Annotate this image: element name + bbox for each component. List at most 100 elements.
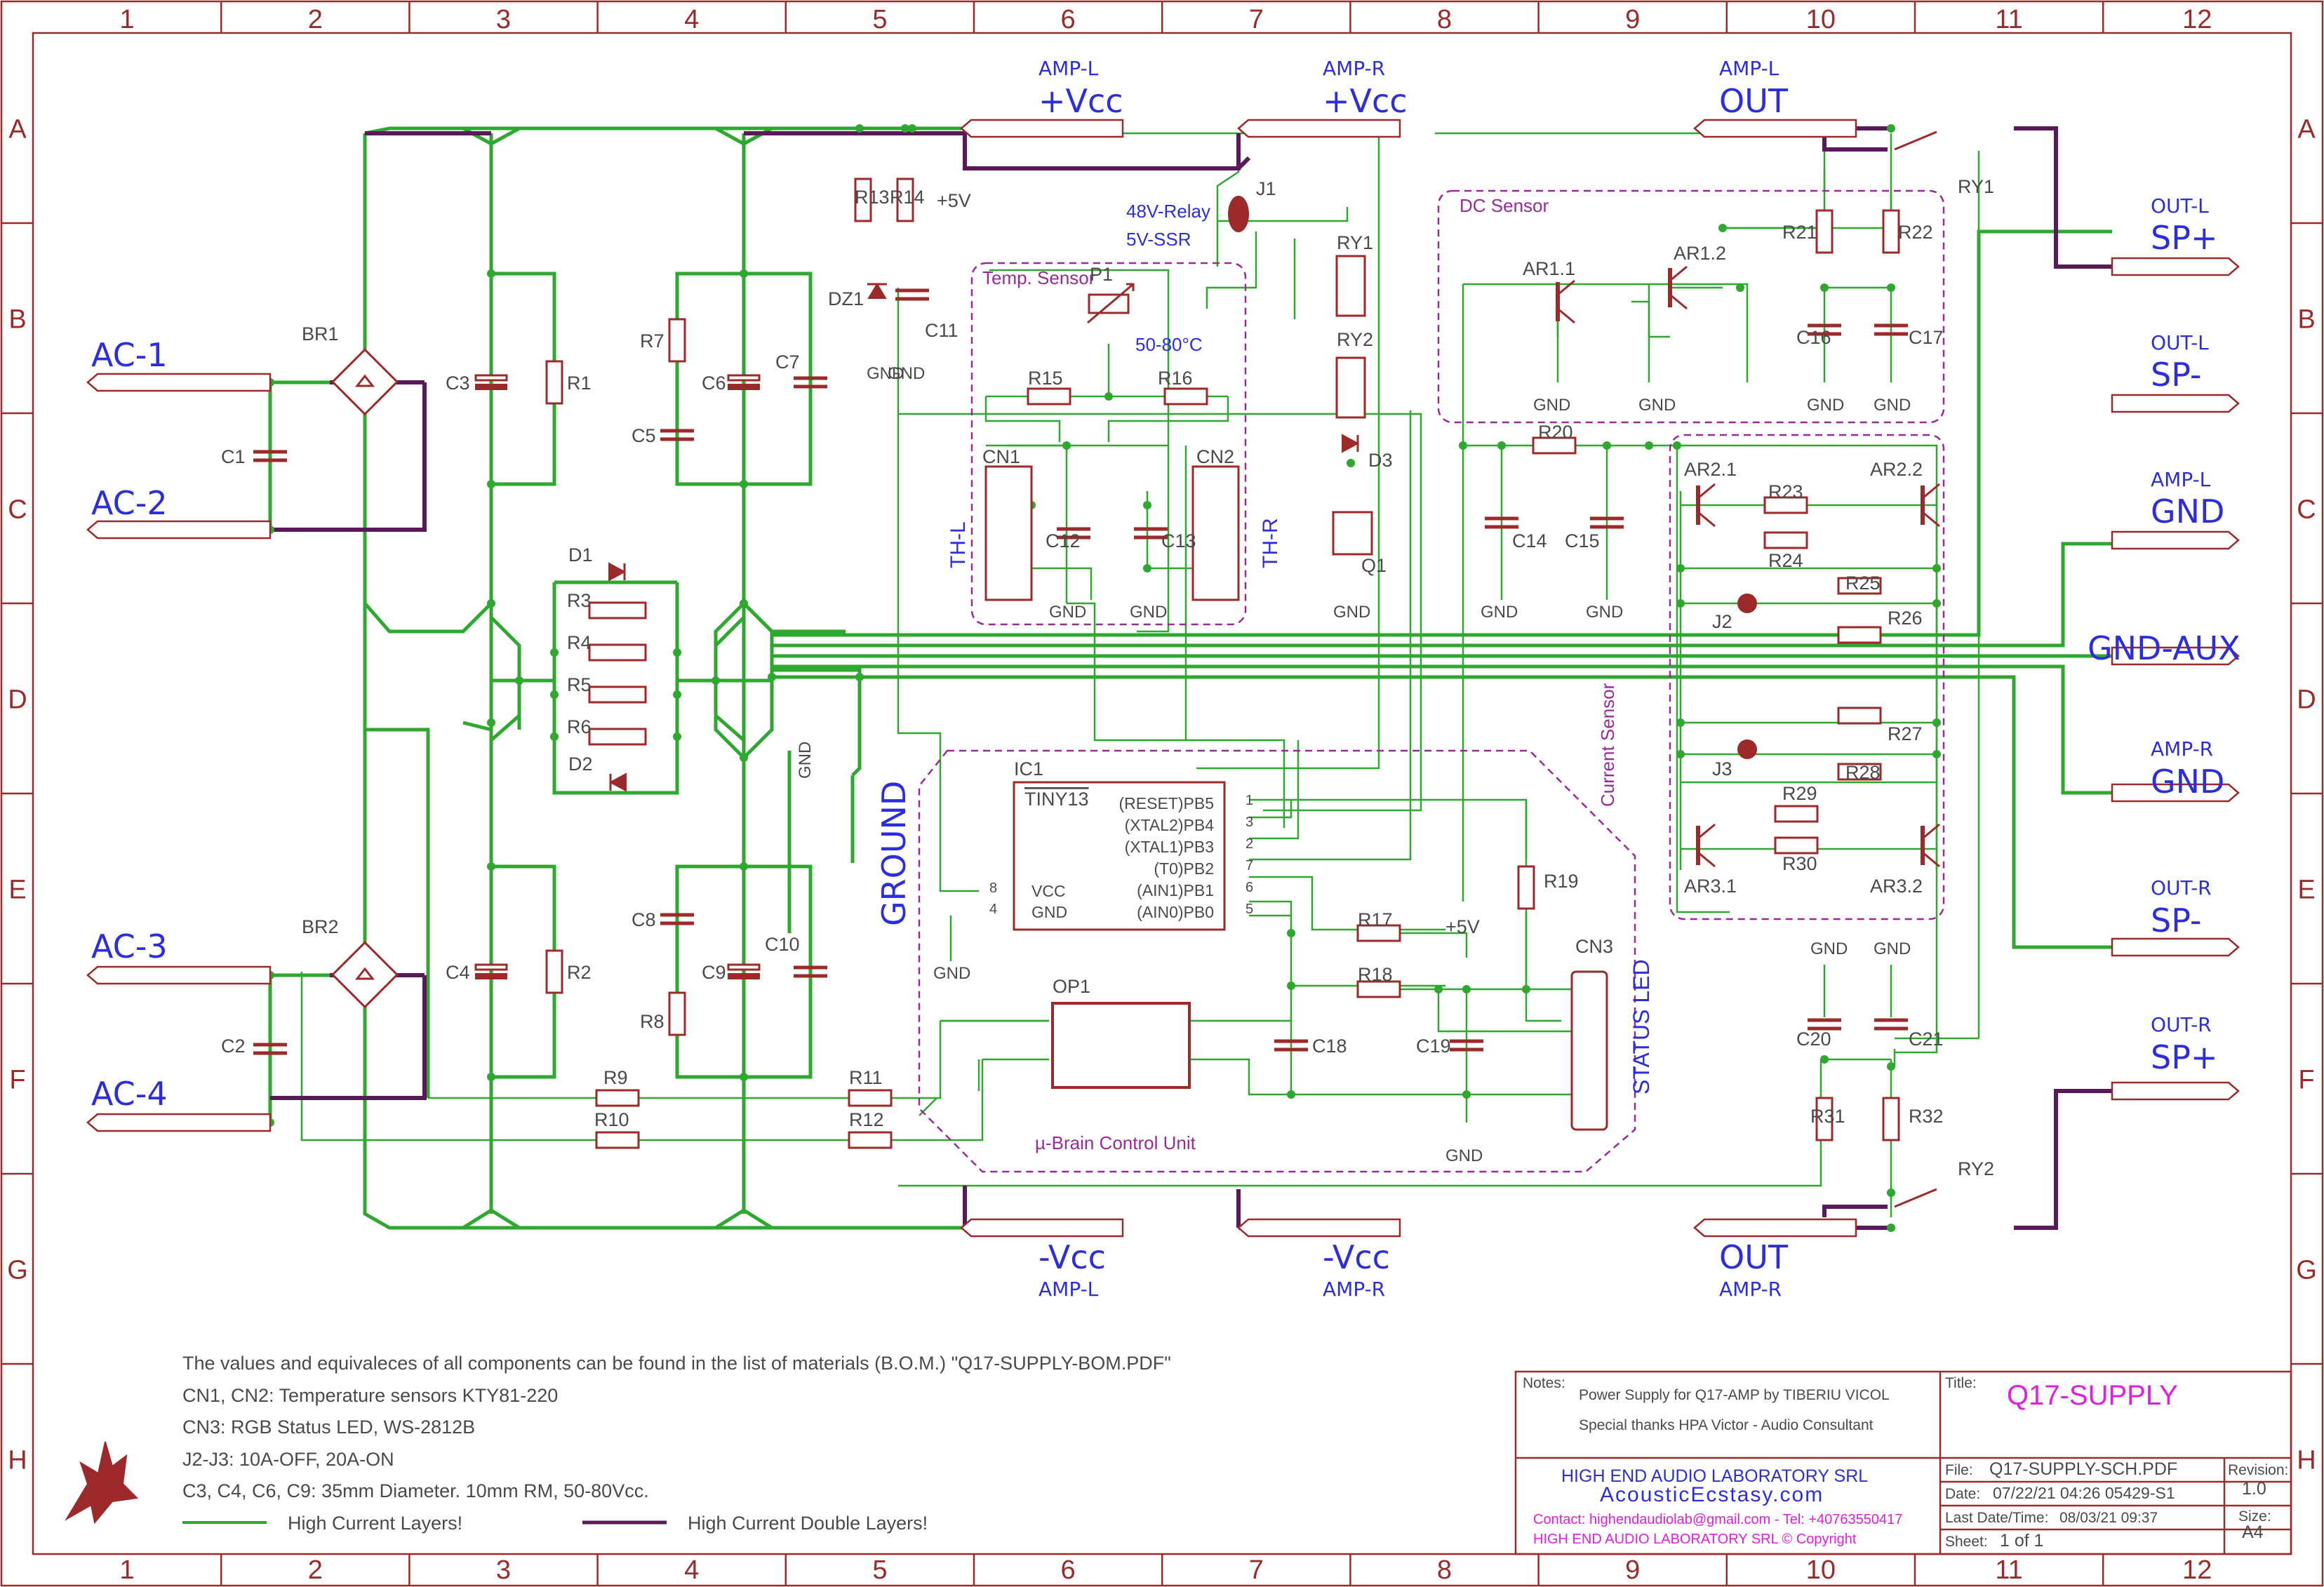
refdes-r4: R4 xyxy=(567,632,592,653)
refdes-r16: R16 xyxy=(1158,368,1193,389)
refdes-c15: C15 xyxy=(1565,530,1600,551)
ic1-pin-label: (AIN0)PB0 xyxy=(1137,903,1214,921)
refdes-c7: C7 xyxy=(775,351,800,373)
net-ac1: AC-1 xyxy=(91,336,168,374)
bridge-rectifier-br1 xyxy=(330,348,399,416)
tb-revision: 1.0 xyxy=(2242,1479,2266,1499)
tb-company: HIGH END AUDIO LABORATORY SRL xyxy=(1561,1466,1868,1486)
refdes-dz1: DZ1 xyxy=(828,288,864,309)
tb-sheet-label: Sheet: xyxy=(1945,1534,1988,1550)
refdes-r29: R29 xyxy=(1782,783,1817,804)
refdes-c9: C9 xyxy=(702,962,726,983)
refdes-gnd: GND xyxy=(1333,603,1370,622)
refdes-j3: J3 xyxy=(1712,758,1732,779)
net-out-l: OUT xyxy=(1719,82,1789,120)
net-out-r-1: OUT-R xyxy=(2151,876,2212,899)
refdes-ar21: AR2.1 xyxy=(1684,459,1737,480)
refdes-c4: C4 xyxy=(446,962,470,983)
col-label-top: 9 xyxy=(1625,5,1640,34)
refdes-ar22: AR2.2 xyxy=(1870,459,1923,480)
refdes-gnd: GND xyxy=(1874,939,1911,958)
refdes-c2: C2 xyxy=(221,1036,246,1057)
refdes-r10: R10 xyxy=(594,1109,629,1130)
net-ac4: AC-4 xyxy=(91,1075,168,1113)
net-sp-neg-r: SP- xyxy=(2151,902,2202,939)
col-label-top: 5 xyxy=(872,5,887,34)
ic1-pin-label: (XTAL1)PB3 xyxy=(1125,838,1214,856)
connector-cn3 xyxy=(1570,970,1608,1131)
row-label-left: B xyxy=(8,305,26,335)
refdes-d1: D1 xyxy=(568,544,593,565)
optocoupler-op1 xyxy=(1051,1002,1191,1089)
net-gnd-l: GND xyxy=(2151,493,2224,530)
tb-file-label: File: xyxy=(1945,1462,1973,1478)
legend-green: High Current Layers! xyxy=(288,1513,462,1534)
refdes-br1: BR1 xyxy=(302,323,339,344)
col-label-top: 8 xyxy=(1437,5,1452,34)
net-amp-l-top: AMP-L xyxy=(1039,57,1099,80)
pot-p1-ref: P1 xyxy=(1090,264,1113,285)
row-label-left: A xyxy=(8,115,27,145)
refdes-gnd: GND xyxy=(1130,603,1167,622)
refdes-r6: R6 xyxy=(567,716,592,737)
net-amp-r-gnd: AMP-R xyxy=(2151,737,2213,761)
row-label-right: G xyxy=(2296,1256,2317,1285)
refdes-ar32: AR3.2 xyxy=(1870,876,1923,897)
refdes-r28: R28 xyxy=(1845,762,1881,783)
net-amp-l-bot: AMP-L xyxy=(1039,1278,1099,1301)
high-current-purple-traces xyxy=(270,126,2112,1230)
tb-size: A4 xyxy=(2242,1522,2264,1542)
net-status-led: STATUS LED xyxy=(1629,959,1654,1094)
ic1-pin-number: 1 xyxy=(1246,793,1253,808)
refdes-gnd: GND xyxy=(933,964,970,983)
net-gnd-r: GND xyxy=(2151,763,2224,801)
refdes-r26: R26 xyxy=(1888,608,1923,629)
col-label-bottom: 12 xyxy=(2182,1555,2212,1585)
net-ground: GROUND xyxy=(875,781,913,926)
refdes-r19: R19 xyxy=(1544,871,1579,892)
refdes-c3: C3 xyxy=(446,373,470,394)
tb-size-label: Size: xyxy=(2238,1508,2271,1525)
refdes-gnd: GND xyxy=(1445,1146,1483,1165)
label-dc-sensor: DC Sensor xyxy=(1460,195,1549,216)
refdes-gnd: GND xyxy=(888,364,925,383)
refdes-gnd: GND xyxy=(1586,603,1623,622)
col-label-bottom: 2 xyxy=(308,1555,323,1585)
net-amp-l-out: AMP-L xyxy=(1719,57,1779,80)
connector-cn2 xyxy=(1191,465,1240,601)
label-temp-range: 50-80°C xyxy=(1135,334,1203,355)
refdes-c20: C20 xyxy=(1796,1029,1831,1050)
refdes-r3: R3 xyxy=(567,590,592,611)
net-sp-neg-l: SP- xyxy=(2151,356,2202,394)
jumper-j2 xyxy=(1737,594,1757,613)
refdes-j2: J2 xyxy=(1712,611,1732,632)
refdes-r17: R17 xyxy=(1358,909,1393,930)
note-line-5: C3, C4, C6, C9: 35mm Diameter. 10mm RM, … xyxy=(182,1480,649,1501)
col-label-top: 11 xyxy=(1995,5,2022,34)
refdes-c13: C13 xyxy=(1161,530,1196,551)
refdes-gnd: GND xyxy=(1049,603,1086,622)
refdes-c19: C19 xyxy=(1416,1036,1451,1057)
refdes-cn3: CN3 xyxy=(1575,936,1613,957)
col-label-bottom: 5 xyxy=(872,1555,887,1585)
component-bodies xyxy=(253,130,1940,1208)
refdes-r22: R22 xyxy=(1898,222,1933,243)
refdes-cn1: CN1 xyxy=(982,446,1020,467)
net-vcc-pos-l: +Vcc xyxy=(1039,82,1123,120)
row-label-right: C xyxy=(2297,495,2316,525)
refdes-r1: R1 xyxy=(567,373,592,394)
refdes-ry2: RY2 xyxy=(1958,1158,1994,1179)
op1-ref: OP1 xyxy=(1053,976,1090,997)
row-label-right: H xyxy=(2297,1446,2316,1475)
tb-sheet: 1 of 1 xyxy=(2000,1531,2044,1551)
row-label-right: E xyxy=(2297,876,2315,905)
refdes-c10: C10 xyxy=(765,934,800,955)
net-th-l: TH-L xyxy=(947,521,970,568)
ic1-pin-label: GND xyxy=(1031,903,1067,921)
tb-title-label: Title: xyxy=(1945,1375,1977,1391)
tb-date: 07/22/21 04:26 05429-S1 xyxy=(1993,1484,2175,1502)
note-line-2: CN1, CN2: Temperature sensors KTY81-220 xyxy=(182,1385,558,1406)
